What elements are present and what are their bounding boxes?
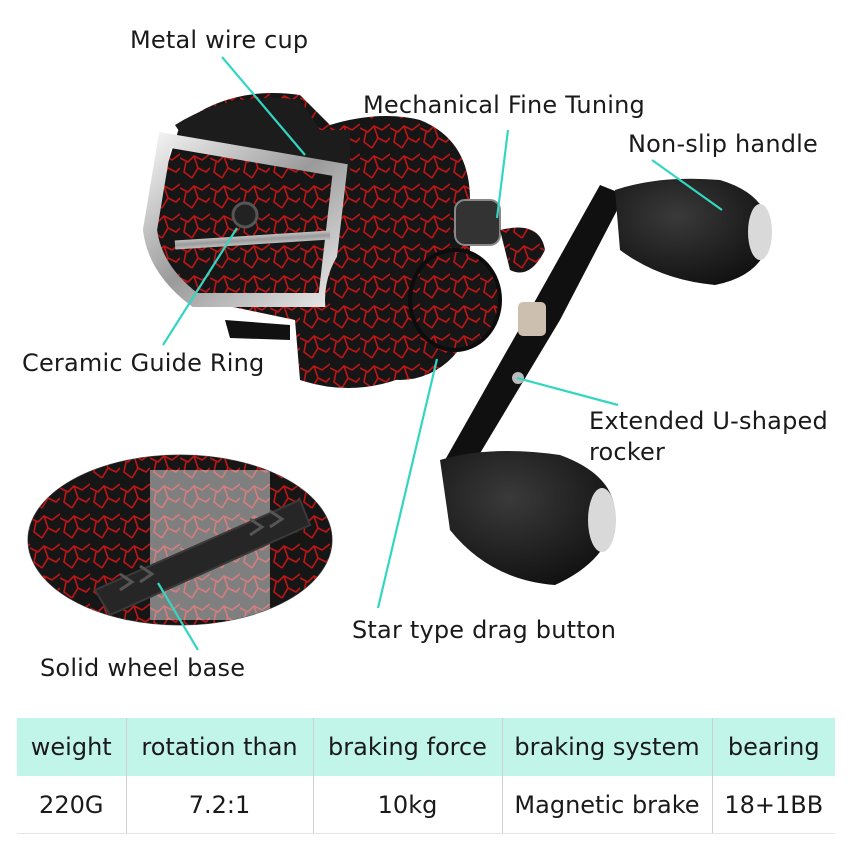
callout-solid-wheel-base: Solid wheel base (40, 654, 246, 682)
callout-ceramic-guide-ring: Ceramic Guide Ring (22, 349, 265, 377)
spec-table-header-row: weight rotation than braking force braki… (17, 718, 835, 776)
callout-non-slip-handle: Non-slip handle (628, 130, 819, 158)
callout-extended-rocker: Extended U-shaped (589, 407, 828, 435)
reel-body (142, 93, 545, 388)
wheel-base-inset (27, 454, 333, 626)
value-rotation: 7.2:1 (125, 776, 314, 834)
value-braking-force: 10kg (312, 776, 503, 834)
spec-table-value-row: 220G 7.2:1 10kg Magnetic brake 18+1BB (17, 776, 835, 834)
value-weight: 220G (17, 776, 127, 834)
callout-star-drag-button: Star type drag button (352, 616, 617, 644)
header-braking-force: braking force (312, 718, 503, 776)
spec-table: weight rotation than braking force braki… (17, 718, 835, 834)
callout-mechanical-fine-tuning: Mechanical Fine Tuning (363, 91, 645, 119)
callout-extended-rocker-line2: rocker (589, 438, 666, 466)
callout-metal-wire-cup: Metal wire cup (130, 26, 309, 54)
callout-lines (157, 56, 723, 651)
handle-knob-lower (440, 451, 616, 585)
header-weight: weight (17, 718, 127, 776)
header-bearing: bearing (711, 718, 835, 776)
value-bearing: 18+1BB (711, 776, 835, 834)
header-braking-system: braking system (501, 718, 713, 776)
handle-knob-upper (615, 178, 772, 285)
header-rotation: rotation than (125, 718, 314, 776)
value-braking-system: Magnetic brake (501, 776, 713, 834)
